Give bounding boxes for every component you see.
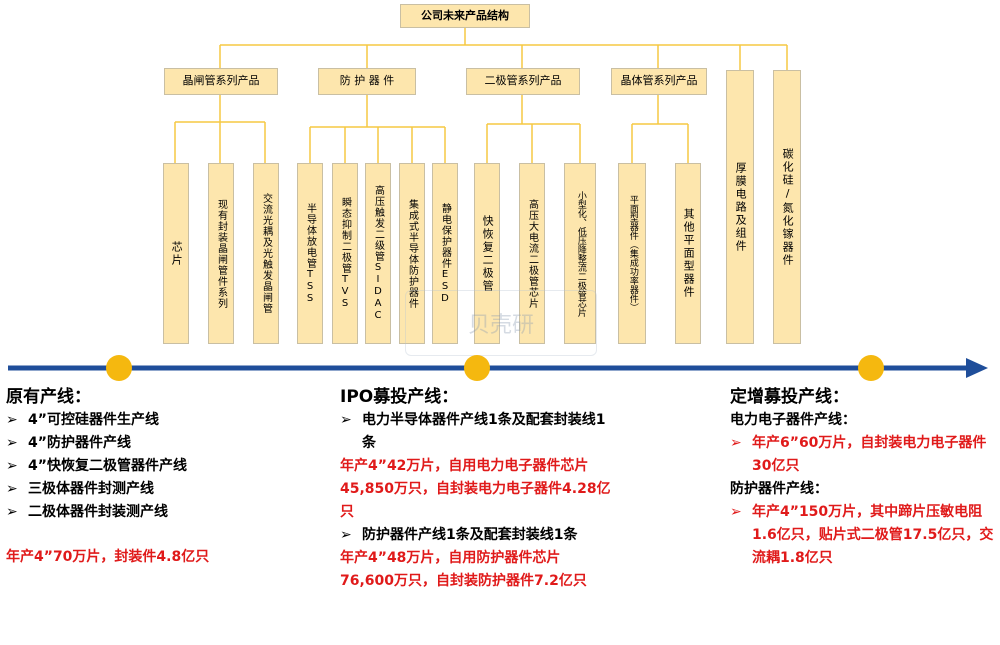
- subsection-label: 防护器件产线：: [730, 481, 828, 497]
- watermark-logo: 贝壳研: [405, 290, 597, 356]
- bullet-icon: ➢: [6, 435, 18, 451]
- list-item: ➢电力半导体器件产线1条及配套封装线1条: [340, 409, 612, 455]
- item-esd: 静电保护器件ESD: [432, 163, 458, 344]
- section-original-lines: 原有产线： ➢4”可控硅器件生产线 ➢4”防护器件产线 ➢4”快恢复二极管器件产…: [6, 386, 306, 569]
- timeline-dot-placement: [858, 355, 884, 381]
- capacity-note: 年产4”70万片，封装件4.8亿只: [6, 549, 210, 565]
- category-protection: 防 护 器 件: [318, 68, 416, 95]
- section-ipo-lines: IPO募投产线： ➢电力半导体器件产线1条及配套封装线1条 年产4”42万片，自…: [340, 386, 612, 593]
- section-placement-lines: 定增募投产线： 电力电子器件产线： ➢年产6”60万片，自封装电力电子器件30亿…: [730, 386, 996, 570]
- list-item: ➢二极体器件封装测产线: [6, 501, 306, 524]
- list-item: ➢三极体器件封测产线: [6, 478, 306, 501]
- subsection-label: 电力电子器件产线：: [730, 412, 856, 428]
- list-item: ➢4”可控硅器件生产线: [6, 409, 306, 432]
- item-thyristor-package: 现有封装晶闸管件系列: [208, 163, 234, 344]
- bullet-icon: ➢: [6, 481, 18, 497]
- product-structure-root: 公司未来产品结构: [400, 4, 530, 28]
- list-item: ➢年产4”150万片，其中蹄片压敏电阻1.6亿只，贴片式二极管17.5亿只，交流…: [730, 501, 996, 570]
- capacity-note: 年产4”42万片，自用电力电子器件芯片45,850万只，自封装电力电子器件4.2…: [340, 458, 611, 520]
- item-tvs: 瞬态抑制二极管TVS: [332, 163, 358, 344]
- bullet-icon: ➢: [730, 504, 742, 520]
- bullet-icon: ➢: [6, 504, 18, 520]
- item-high-voltage-chip: 高压大电流二极管芯片: [519, 163, 545, 344]
- item-sidac: 高压触发二级管SIDAC: [365, 163, 391, 344]
- list-item: ➢防护器件产线1条及配套封装线1条: [340, 524, 612, 547]
- item-thick-film: 厚膜电路及组件: [726, 70, 754, 344]
- bullet-icon: ➢: [6, 458, 18, 474]
- item-planar-power: 平面型器件（集成功率器件）: [618, 163, 646, 344]
- section-title: IPO募投产线：: [340, 387, 459, 407]
- item-low-drop-rectifier: 小型化、低压降整流二极管芯片: [564, 163, 596, 344]
- timeline-dot-ipo: [464, 355, 490, 381]
- category-thyristor: 晶闸管系列产品: [164, 68, 278, 95]
- capacity-note: 年产4”48万片，自用防护器件芯片76,600万只，自封装防护器件7.2亿只: [340, 550, 587, 589]
- bullet-icon: ➢: [6, 412, 18, 428]
- item-optocoupler: 交流光耦及光触发晶闸管: [253, 163, 279, 344]
- bullet-icon: ➢: [730, 435, 742, 451]
- item-tss: 半导体放电管TSS: [297, 163, 323, 344]
- category-diode: 二极管系列产品: [466, 68, 580, 95]
- timeline-arrow: [966, 358, 988, 378]
- list-item: ➢4”防护器件产线: [6, 432, 306, 455]
- item-fast-recovery: 快恢复二极管: [474, 163, 500, 344]
- bullet-icon: ➢: [340, 527, 352, 543]
- section-title: 原有产线：: [6, 387, 91, 407]
- timeline-dot-original: [106, 355, 132, 381]
- category-transistor: 晶体管系列产品: [611, 68, 707, 95]
- section-title: 定增募投产线：: [730, 387, 849, 407]
- item-sic-gan: 碳化硅/氮化镓器件: [773, 70, 801, 344]
- item-integrated-protection: 集成式半导体防护器件: [399, 163, 425, 344]
- list-item: ➢4”快恢复二极管器件产线: [6, 455, 306, 478]
- bullet-icon: ➢: [340, 412, 352, 428]
- list-item: ➢年产6”60万片，自封装电力电子器件30亿只: [730, 432, 996, 478]
- item-other-planar: 其他平面型器件: [675, 163, 701, 344]
- item-chip: 芯片: [163, 163, 189, 344]
